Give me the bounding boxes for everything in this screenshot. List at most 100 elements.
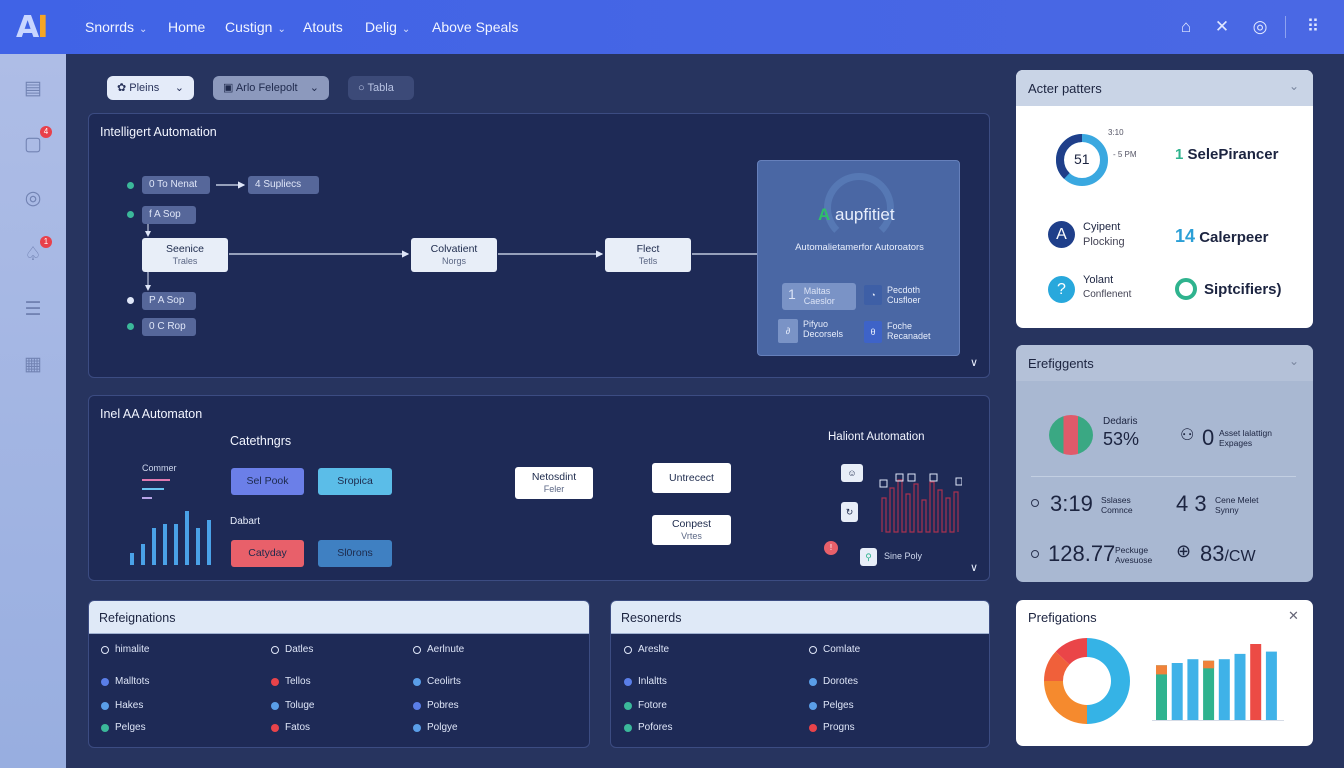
status-dot-icon	[624, 645, 632, 654]
list-item[interactable]: Tellos	[271, 676, 311, 687]
flow-chip[interactable]: P A Sop	[142, 292, 196, 310]
chat-icon[interactable]: ☺	[841, 464, 863, 482]
close-icon[interactable]: ✕	[1288, 608, 1299, 623]
donut-label: - 5 PM	[1113, 150, 1137, 159]
list-item[interactable]: Fotore	[624, 700, 667, 711]
list-item[interactable]: Aerlnute	[413, 644, 464, 655]
filter-arlo-felepolt[interactable]: ▣ Arlo Felepolt ⌄	[213, 76, 329, 100]
chevron-down-icon[interactable]: ⌄	[1288, 354, 1299, 368]
legend-line	[142, 497, 152, 499]
flow-chip[interactable]: 0 To Nenat	[142, 176, 210, 194]
legend-line	[142, 488, 164, 490]
radio-icon[interactable]	[1031, 550, 1039, 558]
list-item[interactable]: Areslte	[624, 644, 669, 655]
share-icon[interactable]: ↻	[841, 502, 858, 522]
list-item[interactable]: Malltots	[101, 676, 149, 687]
donut-slice	[1087, 638, 1130, 724]
list-item[interactable]: Pelges	[809, 700, 854, 711]
list-item-label: Pelges	[823, 700, 854, 711]
list-item-label: Polgye	[427, 722, 458, 733]
filter-tabla[interactable]: ○ Tabla	[348, 76, 414, 100]
list-item[interactable]: Ceolirts	[413, 676, 461, 687]
inbox-icon[interactable]: ▢4	[20, 126, 52, 158]
list-item-label: Toluge	[285, 700, 315, 711]
list-item[interactable]: Pofores	[624, 722, 672, 733]
list-item-label: Pofores	[638, 722, 673, 733]
target-icon[interactable]: ◎	[24, 188, 42, 209]
notification-badge: 1	[40, 236, 52, 248]
list-item[interactable]: Dorotes	[809, 676, 858, 687]
donut-value: 51	[1074, 151, 1090, 167]
list-item[interactable]: Pobres	[413, 700, 459, 711]
right-item-label: Sine Poly	[884, 551, 923, 561]
home-icon[interactable]: ⌂	[1180, 17, 1192, 36]
category-button[interactable]: Sl0rons	[318, 540, 392, 567]
expand-chevron-icon[interactable]: ∨	[970, 357, 979, 369]
mini-bar	[207, 520, 211, 565]
expand-chevron-icon[interactable]: ∨	[970, 562, 979, 574]
divider	[1285, 16, 1286, 38]
waveform-chart	[879, 473, 962, 533]
donut-label: 3:10	[1108, 128, 1124, 137]
nav-atouts[interactable]: Atouts	[303, 19, 343, 35]
list-item[interactable]: Inlaltts	[624, 676, 667, 687]
document-icon[interactable]: ▤	[24, 78, 42, 99]
feature-brand: A aupfitiet	[818, 205, 895, 224]
chevron-down-icon[interactable]: ⌄	[1288, 79, 1299, 93]
status-dot-icon	[624, 701, 632, 710]
list-item[interactable]: himalite	[101, 644, 149, 655]
filter-pleins[interactable]: ✿ Pleins ⌄	[107, 76, 194, 100]
logo[interactable]: AI	[16, 10, 48, 45]
grid-icon[interactable]: ⠿	[1306, 17, 1320, 36]
help-icon: ?	[1048, 276, 1075, 303]
clipboard-icon[interactable]: ▦	[24, 354, 42, 375]
bell-icon[interactable]: ♤1	[20, 236, 52, 268]
nav-home[interactable]: Home	[168, 19, 206, 35]
nav-snorrds[interactable]: Snorrds⌄	[85, 19, 148, 35]
category-button[interactable]: Sel Pook	[231, 468, 304, 495]
stat: 14 Calerpeer	[1175, 226, 1269, 246]
flow-node[interactable]: Untrecect	[652, 463, 731, 493]
file-icon[interactable]: ⚲	[860, 548, 877, 566]
list-item[interactable]: Polgye	[413, 722, 458, 733]
nav-above-speals[interactable]: Above Speals	[432, 19, 519, 35]
list-item[interactable]: Fatos	[271, 722, 310, 733]
list-item[interactable]: Toluge	[271, 700, 314, 711]
category-button[interactable]: Catyday	[231, 540, 304, 567]
category-button[interactable]: Sropica	[318, 468, 392, 495]
bar-segment	[1156, 665, 1167, 675]
flag-icon	[1049, 415, 1093, 455]
list-icon[interactable]: ☰	[24, 299, 42, 320]
tools-icon[interactable]: ✕	[1214, 17, 1230, 36]
mini-bar	[163, 524, 167, 565]
metric-value: 3:19	[1050, 491, 1093, 516]
list-item[interactable]: Progns	[809, 722, 855, 733]
status-dot-icon	[624, 677, 632, 686]
flow-chip[interactable]: f A Sop	[142, 206, 196, 224]
list-item[interactable]: Datles	[271, 644, 313, 655]
chevron-down-icon: ⌄	[277, 24, 286, 35]
top-bar: AI Snorrds⌄ Home Custign⌄ Atouts Delig⌄ …	[0, 0, 1344, 54]
list-item[interactable]: Pelges	[101, 722, 146, 733]
help-circle-icon[interactable]: ◎	[1252, 17, 1268, 36]
chevron-down-icon: ⌄	[174, 82, 184, 94]
status-dot-icon	[101, 701, 109, 710]
nav-custign[interactable]: Custign⌄	[225, 19, 286, 35]
list-item[interactable]: Comlate	[809, 644, 860, 655]
flow-chip[interactable]: 4 Supliecs	[248, 176, 319, 194]
status-dot-icon	[271, 723, 279, 732]
flow-chip[interactable]: 0 C Rop	[142, 318, 196, 336]
radio-icon[interactable]	[1031, 499, 1039, 507]
list-item[interactable]: Hakes	[101, 700, 143, 711]
nav-delig[interactable]: Delig⌄	[365, 19, 411, 35]
